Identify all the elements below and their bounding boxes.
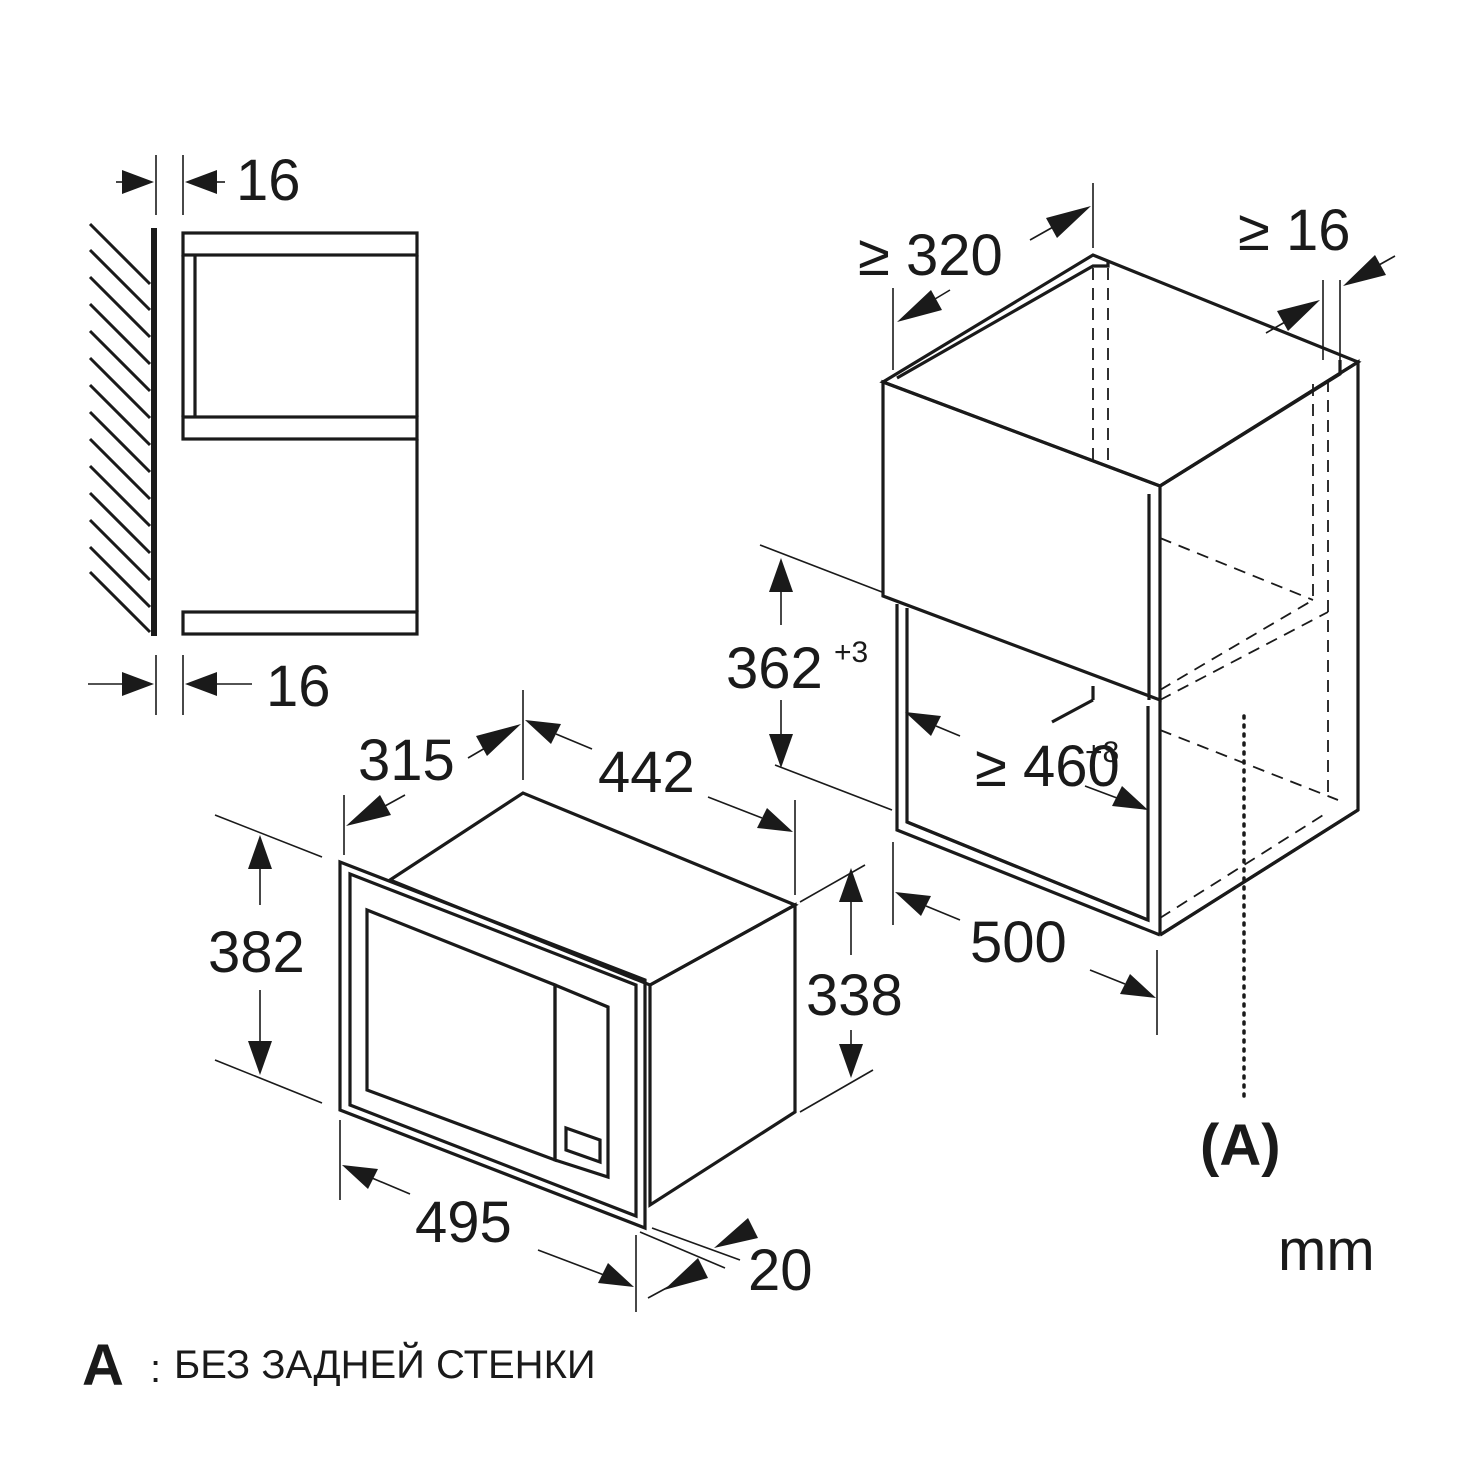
legend-key: A [82, 1333, 124, 1398]
mw-front-height-label: 382 [208, 920, 305, 985]
mw-front-width-label: 495 [415, 1190, 512, 1255]
wall-hatching [88, 222, 157, 636]
niche-width-tol: +8 [1085, 736, 1119, 769]
top-gap-label: 16 [236, 148, 301, 213]
gap-dimension-bottom: 16 [88, 654, 331, 719]
dim-cabinet-width: 500 [892, 842, 1158, 1035]
min-side-gap-label: ≥ 16 [1238, 198, 1350, 263]
gap-dimension-top: 16 [116, 148, 301, 215]
bottom-gap-label: 16 [266, 654, 331, 719]
dim-min-depth: ≥ 320 [858, 183, 1094, 370]
mw-front-thickness-label: 20 [748, 1238, 813, 1303]
dim-mw-front-thickness: 20 [639, 1218, 813, 1303]
niche-width-label: ≥ 460 [975, 734, 1120, 799]
dim-mw-top-width: 442 [525, 720, 796, 895]
min-depth-label: ≥ 320 [858, 223, 1003, 288]
dim-mw-body-height: 338 [799, 864, 903, 1113]
dim-min-side-gap: ≥ 16 [1238, 198, 1396, 360]
dim-mw-front-height: 382 [208, 814, 323, 1104]
niche-height-tol: +3 [834, 636, 868, 669]
microwave-3d [338, 791, 799, 1231]
cabinet-section [181, 231, 419, 636]
callout-label: (A) [1200, 1113, 1281, 1178]
legend-separator: : [150, 1347, 161, 1391]
dim-mw-front-width: 495 [339, 1120, 637, 1312]
legend-text: БЕЗ ЗАДНЕЙ СТЕНКИ [174, 1341, 596, 1387]
hidden-edges [1092, 268, 1339, 919]
mw-body-height-label: 338 [806, 963, 903, 1028]
unit-label: mm [1278, 1218, 1375, 1283]
side-view: 16 16 [88, 148, 419, 719]
niche-height-label: 362 [726, 636, 823, 701]
dim-niche-height: 362 +3 [726, 544, 893, 811]
dim-mw-depth: 315 [343, 690, 524, 855]
cabinet-3d [879, 253, 1362, 1102]
dim-niche-width: ≥ 460 +8 [905, 712, 1148, 810]
legend: A : БЕЗ ЗАДНЕЙ СТЕНКИ [82, 1333, 596, 1398]
mw-top-width-label: 442 [598, 740, 695, 805]
cabinet-width-label: 500 [970, 910, 1067, 975]
mw-depth-label: 315 [358, 728, 455, 793]
